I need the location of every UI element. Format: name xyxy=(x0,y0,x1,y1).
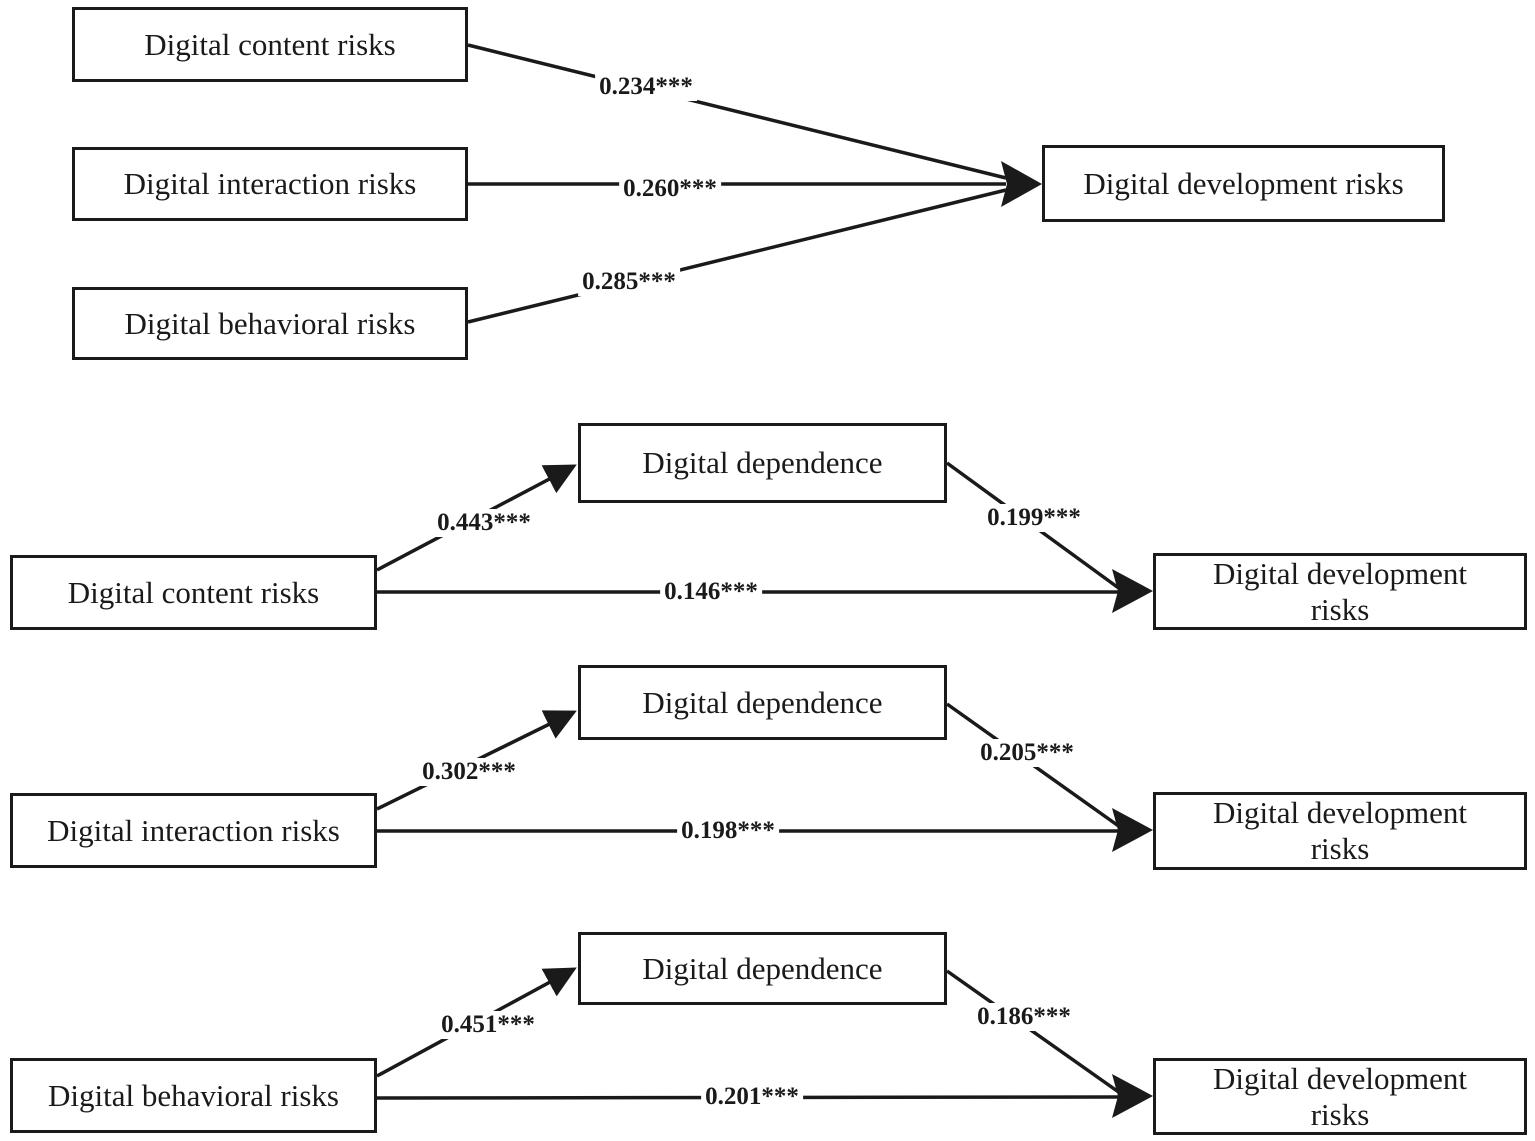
arrow-behavioral-to-development xyxy=(467,188,1007,324)
coefficient-b-path-3: 0.186*** xyxy=(973,1003,1075,1031)
mediation2-source-box: Digital interaction risks xyxy=(10,793,377,868)
coefficient-b-path-2: 0.205*** xyxy=(976,739,1078,767)
box-label: Digital development risks xyxy=(1083,165,1404,201)
box-label: Digital dependence xyxy=(642,950,883,986)
direct-source-box-interaction: Digital interaction risks xyxy=(72,147,468,221)
direct-outcome-box-development: Digital development risks xyxy=(1042,145,1445,222)
coefficient-content-to-development: 0.234*** xyxy=(595,73,697,101)
box-label: Digital behavioral risks xyxy=(48,1077,339,1113)
box-label: Digital content risks xyxy=(144,26,396,62)
mediation2-mediator-box: Digital dependence xyxy=(578,665,947,740)
outcome-line-2: risks xyxy=(1310,591,1370,627)
outcome-line-2: risks xyxy=(1310,1096,1370,1132)
box-label: Digital development risks xyxy=(1213,556,1467,628)
outcome-line-1: Digital development xyxy=(1213,555,1467,591)
arrow-dependence-to-development-3 xyxy=(945,969,1122,1095)
coefficient-direct-path-2: 0.198*** xyxy=(677,817,779,845)
box-label: Digital development risks xyxy=(1213,795,1467,867)
box-label: Digital content risks xyxy=(67,574,320,610)
coefficient-a-path-1: 0.443*** xyxy=(433,509,535,537)
coefficient-b-path-1: 0.199*** xyxy=(983,504,1085,532)
mediation3-outcome-box: Digital development risks xyxy=(1153,1058,1527,1135)
mediation1-mediator-box: Digital dependence xyxy=(578,423,947,503)
direct-source-box-content: Digital content risks xyxy=(72,7,468,82)
mediation1-source-box: Digital content risks xyxy=(10,555,377,630)
box-label: Digital dependence xyxy=(642,445,883,480)
outcome-line-2: risks xyxy=(1310,831,1370,866)
coefficient-direct-path-3: 0.201*** xyxy=(701,1083,803,1111)
arrow-content-to-development xyxy=(467,43,1007,180)
outcome-line-1: Digital development xyxy=(1213,795,1467,830)
direct-source-box-behavioral: Digital behavioral risks xyxy=(72,287,468,360)
box-label: Digital interaction risks xyxy=(47,812,340,848)
coefficient-direct-path-1: 0.146*** xyxy=(660,578,762,606)
coefficient-a-path-3: 0.451*** xyxy=(437,1011,539,1039)
merged-arrowhead-icon-1 xyxy=(1112,569,1153,613)
box-label: Digital development risks xyxy=(1213,1061,1467,1133)
box-label: Digital behavioral risks xyxy=(124,305,416,341)
mediation3-source-box: Digital behavioral risks xyxy=(10,1058,377,1133)
converging-arrowhead-icon xyxy=(1001,161,1042,207)
outcome-line-1: Digital development xyxy=(1213,1060,1467,1096)
coefficient-a-path-2: 0.302*** xyxy=(418,758,520,786)
mediation3-mediator-box: Digital dependence xyxy=(578,932,947,1005)
box-label: Digital interaction risks xyxy=(123,166,417,201)
merged-arrowhead-icon-2 xyxy=(1112,808,1153,852)
mediation2-outcome-box: Digital development risks xyxy=(1153,792,1527,870)
coefficient-interaction-to-development: 0.260*** xyxy=(619,175,721,203)
box-label: Digital dependence xyxy=(642,684,883,720)
merged-arrowhead-icon-3 xyxy=(1112,1074,1153,1118)
coefficient-behavioral-to-development: 0.285*** xyxy=(578,268,680,296)
mediation1-outcome-box: Digital development risks xyxy=(1153,553,1527,630)
